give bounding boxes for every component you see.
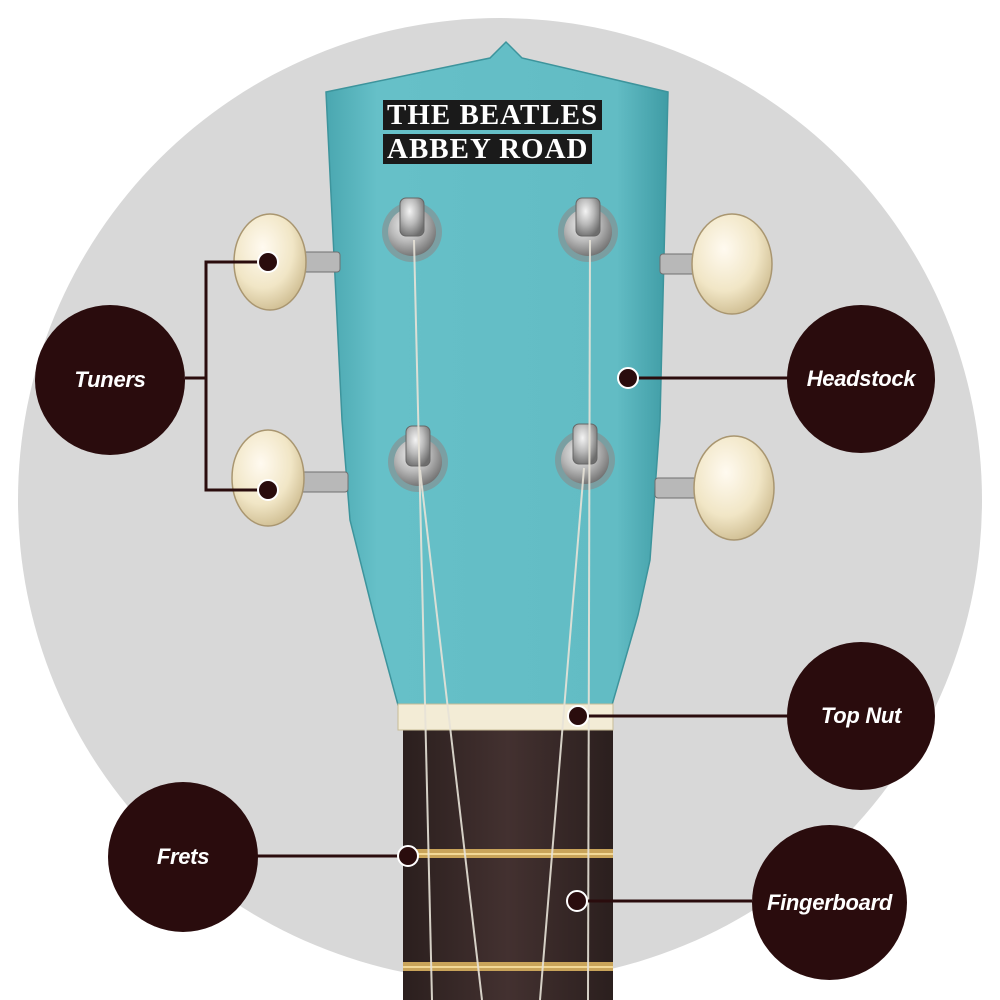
fingerboard	[403, 728, 613, 1000]
tuner-shaft	[299, 471, 349, 493]
tuner-peg	[558, 197, 618, 262]
fret	[403, 966, 613, 968]
leader-lines	[185, 260, 790, 903]
label-fingerboard: Fingerboard	[752, 825, 907, 980]
label-top-nut: Top Nut	[787, 642, 935, 790]
strings	[413, 239, 591, 1000]
label-frets: Frets	[108, 782, 258, 932]
brand-line-2: ABBEY ROAD	[383, 134, 593, 164]
leader-dots	[257, 251, 639, 912]
tuner-button	[691, 213, 773, 315]
tuner-button	[693, 435, 775, 541]
tuner-peg	[382, 197, 442, 262]
label-headstock: Headstock	[787, 305, 935, 453]
brand-line-1: THE BEATLES	[383, 100, 603, 130]
label-tuners: Tuners	[35, 305, 185, 455]
tuner-peg	[555, 423, 615, 490]
tuner-peg	[388, 425, 448, 492]
tuner-button	[231, 429, 305, 527]
fret	[403, 853, 613, 855]
